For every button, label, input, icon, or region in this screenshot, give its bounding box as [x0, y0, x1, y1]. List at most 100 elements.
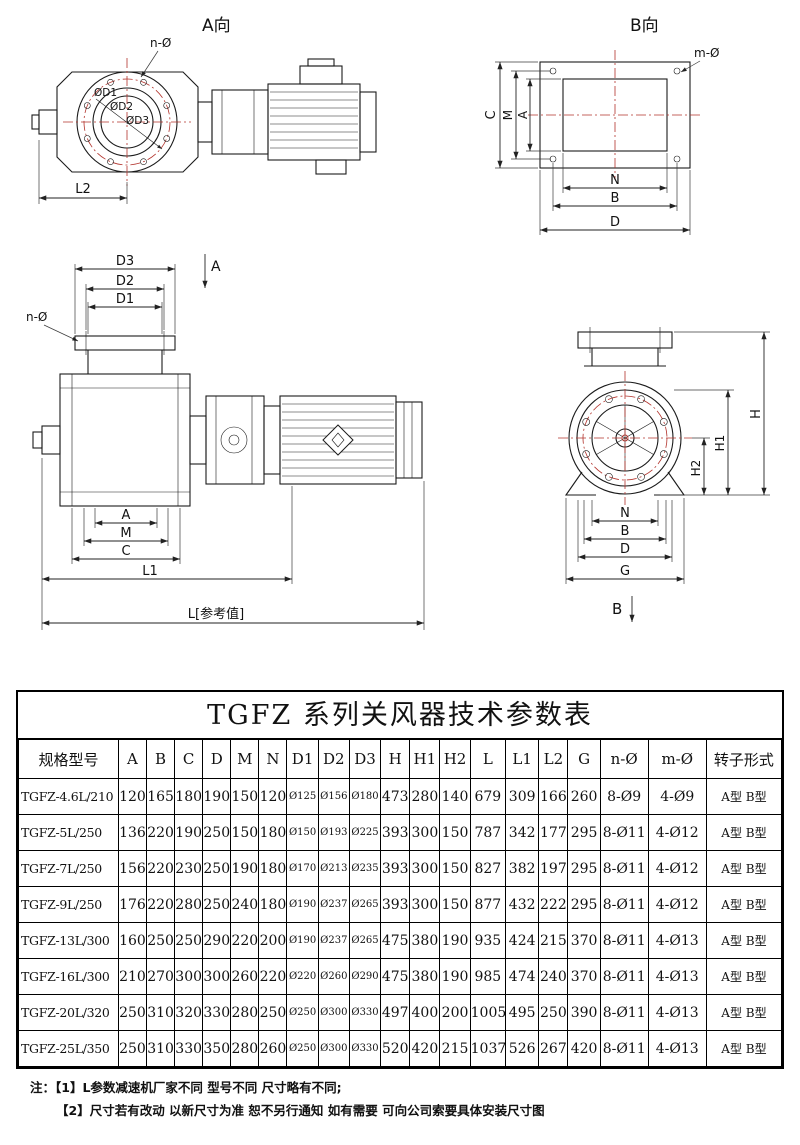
value-cell: 495 [505, 994, 540, 1031]
n-label-2: N [620, 506, 630, 521]
value-cell: 330 [202, 994, 232, 1031]
h1-label: H1 [713, 435, 727, 452]
front-view: A向 [31, 16, 377, 204]
value-cell: 787 [469, 814, 507, 851]
value-cell: 180 [258, 886, 288, 923]
value-cell: 295 [567, 814, 601, 851]
value-cell: 136 [117, 814, 148, 851]
value-cell: 4-Ø13 [647, 1030, 707, 1067]
value-cell: 190 [174, 814, 204, 851]
value-cell: 197 [538, 850, 569, 887]
l2-label: L2 [75, 182, 91, 197]
column-header: H2 [439, 739, 471, 779]
column-header: n-Ø [599, 739, 649, 779]
value-cell: Ø125 [286, 778, 319, 815]
value-cell: Ø330 [348, 994, 382, 1031]
column-header: G [567, 739, 601, 779]
value-cell: 390 [567, 994, 601, 1031]
value-cell: 8-Ø11 [599, 922, 649, 959]
a-label: A [516, 110, 530, 119]
value-cell: 250 [202, 850, 232, 887]
rotor-type-cell: A型 B型 [705, 886, 783, 923]
value-cell: 4-Ø13 [647, 958, 707, 995]
value-cell: Ø220 [286, 958, 319, 995]
value-cell: 210 [117, 958, 148, 995]
column-header: B [146, 739, 176, 779]
footnotes: 注：【1】L参数减速机厂家不同 型号不同 尺寸略有不同; 【2】尺寸若有改动 以… [30, 1076, 545, 1122]
bolt-holes [84, 79, 170, 165]
value-cell: 424 [505, 922, 540, 959]
value-cell: 4-Ø13 [647, 994, 707, 1031]
value-cell: Ø237 [317, 886, 350, 923]
value-cell: 177 [538, 814, 569, 851]
phi-d1-label: ØD1 [94, 87, 117, 99]
value-cell: 166 [538, 778, 569, 815]
value-cell: 350 [202, 1030, 232, 1067]
value-cell: Ø300 [317, 994, 350, 1031]
value-cell: Ø170 [286, 850, 319, 887]
value-cell: Ø190 [286, 922, 319, 959]
value-cell: Ø260 [317, 958, 350, 995]
value-cell: 380 [409, 958, 441, 995]
gearbox-side [189, 395, 265, 485]
g-label: G [620, 564, 630, 579]
value-cell: 220 [258, 958, 288, 995]
value-cell: 679 [469, 778, 507, 815]
value-cell: Ø237 [317, 922, 350, 959]
column-header: L2 [538, 739, 569, 779]
value-cell: 190 [439, 922, 471, 959]
motor [267, 58, 377, 175]
technical-drawings: A向 [26, 16, 770, 630]
value-cell: 497 [380, 994, 411, 1031]
column-header: D1 [286, 739, 319, 779]
value-cell: 4-Ø12 [647, 886, 707, 923]
value-cell: 176 [117, 886, 148, 923]
phi-d2-label: ØD2 [110, 101, 133, 113]
value-cell: 393 [380, 886, 411, 923]
value-cell: 420 [409, 1030, 441, 1067]
value-cell: 382 [505, 850, 540, 887]
value-cell: Ø290 [348, 958, 382, 995]
value-cell: 309 [505, 778, 540, 815]
rotor-type-cell: A型 B型 [705, 814, 783, 851]
value-cell: Ø250 [286, 1030, 319, 1067]
value-cell: 190 [202, 778, 232, 815]
value-cell: 150 [230, 814, 260, 851]
rotor-type-cell: A型 B型 [705, 994, 783, 1031]
rotor-type-cell: A型 B型 [705, 1030, 783, 1067]
value-cell: 250 [258, 994, 288, 1031]
value-cell: 120 [117, 778, 148, 815]
column-header: L1 [505, 739, 540, 779]
value-cell: 330 [174, 1030, 204, 1067]
value-cell: 190 [230, 850, 260, 887]
column-header: C [174, 739, 204, 779]
column-header: H [380, 739, 411, 779]
value-cell: 475 [380, 958, 411, 995]
value-cell: 310 [146, 1030, 176, 1067]
value-cell: 280 [230, 994, 260, 1031]
value-cell: 180 [258, 850, 288, 887]
value-cell: 877 [469, 886, 507, 923]
value-cell: 1005 [469, 994, 507, 1031]
h-label: H [749, 409, 764, 419]
a-label-2: A [122, 508, 131, 523]
column-header: D3 [348, 739, 382, 779]
value-cell: 420 [567, 1030, 601, 1067]
flange-view: B向 m-Ø C M A N B D [484, 16, 719, 235]
value-cell: 342 [505, 814, 540, 851]
brand-diamond-icon [322, 424, 354, 456]
value-cell: Ø265 [348, 886, 382, 923]
value-cell: 8-Ø11 [599, 994, 649, 1031]
value-cell: 370 [567, 958, 601, 995]
value-cell: 432 [505, 886, 540, 923]
l1-label: L1 [142, 564, 158, 579]
value-cell: 140 [439, 778, 471, 815]
b-label-2: B [621, 524, 630, 539]
value-cell: 180 [258, 814, 288, 851]
